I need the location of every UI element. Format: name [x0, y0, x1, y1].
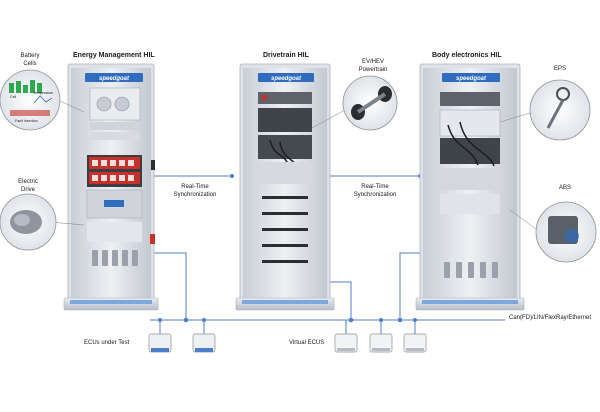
- bus-protocol-label: Can(FD)/LIN/FlexRay/Ethernet: [509, 315, 592, 321]
- sync-label-right: Real-Time Synchronization: [353, 184, 397, 198]
- bus-node: [202, 318, 206, 322]
- energy-rack-title: Energy Management HIL: [73, 52, 155, 59]
- speedgoat-logo: [85, 73, 143, 82]
- speedgoat-logo: [258, 73, 314, 82]
- virtual-ecus-label: Virtual ECUS: [289, 340, 325, 346]
- bus-lines: [140, 175, 505, 334]
- rack-brand-drivetrain: speedgoat: [271, 76, 302, 82]
- drivetrain-rack: [235, 63, 335, 311]
- abs-callout: [509, 201, 597, 263]
- energy-rack-bus-drop: [140, 252, 187, 320]
- battery-cells-label: Battery Cells: [20, 53, 40, 67]
- evhev-powertrain-label: EV/HEV Powertrain: [358, 59, 388, 73]
- sync-node: [230, 174, 234, 178]
- rack-brand-body: speedgoat: [456, 76, 487, 82]
- speedgoat-logo: [442, 73, 500, 82]
- bus-node: [183, 317, 189, 323]
- ecu-under-test-2: [192, 333, 216, 353]
- bus-node: [158, 318, 162, 322]
- ecu-under-test-1: [148, 333, 172, 353]
- body-electronics-rack: [415, 63, 525, 311]
- evhev-powertrain-callout: [311, 75, 398, 131]
- battery-cell-label: Cell: [10, 95, 16, 99]
- ecus-under-test-label: ECUs under Test: [84, 340, 130, 346]
- battery-fault-label: Fault insertion: [15, 119, 38, 123]
- battery-temperature-label: Temperature: [33, 91, 53, 95]
- abs-label: ABS: [558, 185, 571, 191]
- virtual-ecu-1: [334, 333, 358, 353]
- eps-callout: [499, 79, 591, 141]
- body-rack-title: Body electronics HIL: [432, 52, 502, 59]
- bus-node: [413, 318, 417, 322]
- electric-drive-callout: [0, 193, 85, 251]
- bus-node: [397, 317, 403, 323]
- rack-brand-energy: speedgoat: [99, 76, 130, 82]
- bus-node: [379, 318, 383, 322]
- bus-node: [348, 317, 354, 323]
- energy-management-rack: [63, 63, 159, 311]
- virtual-ecu-3: [403, 333, 427, 353]
- drivetrain-rack-title: Drivetrain HIL: [263, 52, 309, 59]
- ecu-modules: [148, 333, 427, 353]
- body-rack-bus-drop: [399, 252, 420, 320]
- eps-label: EPS: [553, 66, 566, 72]
- virtual-ecu-2: [369, 333, 393, 353]
- electric-drive-label: Electric Drive: [18, 179, 38, 193]
- sync-label-left: Real-Time Synchronization: [173, 184, 217, 198]
- battery-cells-callout: [0, 69, 85, 131]
